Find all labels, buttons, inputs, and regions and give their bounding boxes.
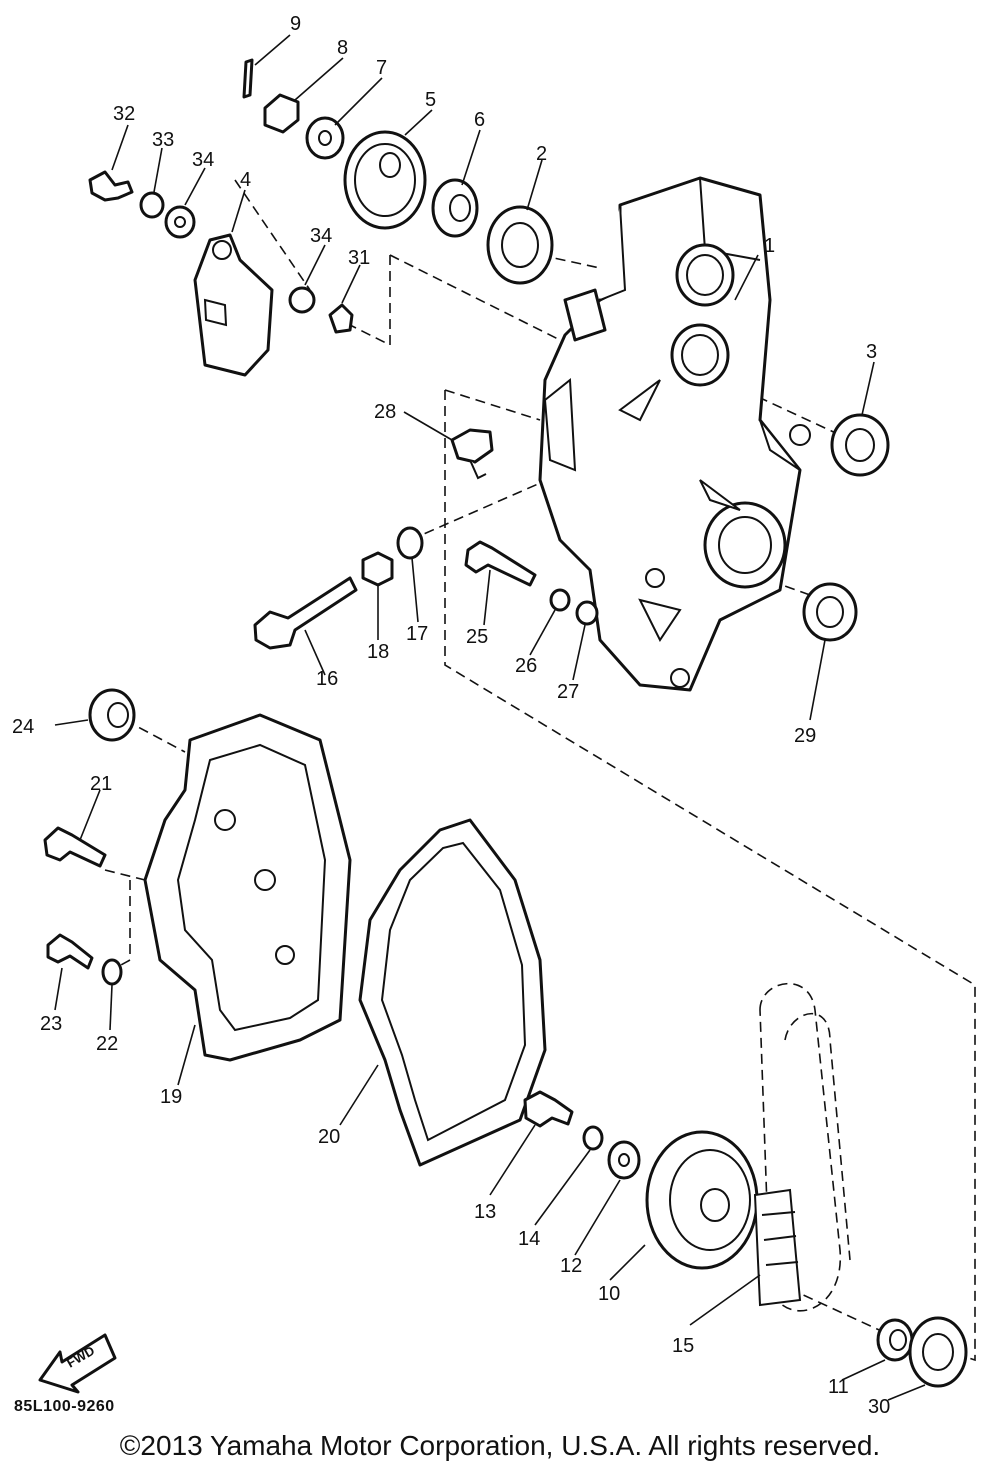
callout-label: 8 [337, 37, 348, 59]
callout-label: 27 [557, 681, 579, 703]
fwd-arrow-icon: FWD [38, 1333, 117, 1394]
nut [263, 93, 300, 134]
middle-small-parts [253, 413, 890, 650]
callout-label: 22 [96, 1033, 118, 1055]
callout-label: 11 [828, 1376, 849, 1398]
lock-washer-33 [139, 191, 165, 219]
callout-label: 1 [764, 235, 775, 257]
callout-label: 10 [598, 1283, 620, 1305]
bolt-23 [46, 933, 94, 970]
callout-label: 19 [160, 1086, 182, 1108]
callout-label: 7 [376, 57, 387, 79]
bolt-32 [88, 170, 134, 202]
callout-label: 34 [192, 149, 214, 171]
washer-17 [396, 526, 424, 560]
chain [753, 982, 851, 1312]
callout-label: 15 [672, 1335, 694, 1357]
callout-label: 2 [536, 143, 547, 165]
cotter-pin [242, 58, 254, 99]
callout-label: 20 [318, 1126, 340, 1148]
washer-26 [549, 588, 571, 612]
callout-label: 26 [515, 655, 537, 677]
callout-label: 30 [868, 1396, 890, 1418]
callout-label: 18 [367, 641, 389, 663]
callout-label: 34 [310, 225, 332, 247]
callout-label: 17 [406, 623, 428, 645]
washer-27 [575, 600, 599, 626]
washer-22 [101, 958, 123, 986]
callout-label: 25 [466, 626, 488, 648]
callout-label: 9 [290, 13, 301, 35]
callout-label: 24 [12, 716, 34, 738]
diagram-code: 85L100-9260 [14, 1398, 115, 1415]
nut-18 [361, 551, 394, 587]
breather [450, 428, 494, 464]
bracket [193, 233, 274, 377]
callout-label: 13 [474, 1201, 496, 1223]
washer-34b [288, 286, 316, 314]
callout-label: 23 [40, 1013, 62, 1035]
callout-label: 31 [348, 247, 370, 269]
callout-label: 14 [518, 1228, 540, 1250]
callout-label: 29 [794, 725, 816, 747]
upper-small-parts [88, 58, 554, 377]
callout-label: 5 [425, 89, 436, 111]
callout-label: 21 [90, 773, 112, 795]
lower-sprocket-parts [523, 982, 968, 1388]
sprocket-lower [645, 1130, 759, 1270]
callout-label: 33 [152, 129, 174, 151]
nut-31 [328, 303, 354, 334]
callout-label: 4 [240, 169, 251, 191]
callout-label: 32 [113, 103, 135, 125]
callout-label: 6 [474, 109, 485, 131]
gear-case [538, 176, 811, 692]
washer-14 [582, 1125, 604, 1151]
callout-label: 12 [560, 1255, 582, 1277]
copyright-notice: ©2013 Yamaha Motor Corporation, U.S.A. A… [119, 1430, 881, 1461]
bolt-16 [253, 576, 358, 650]
callout-numbers: 1 2 3 4 5 6 7 8 9 10 11 12 13 14 15 16 1… [12, 13, 890, 1418]
callout-label: 3 [866, 341, 877, 363]
callout-label: 28 [374, 401, 396, 423]
bolt-21 [43, 826, 107, 868]
callout-label: 16 [316, 668, 338, 690]
bolt-25 [464, 540, 537, 587]
cover-and-gasket [43, 688, 547, 1167]
leader-lines [54, 34, 926, 1401]
bolt-13 [523, 1090, 574, 1128]
sprocket-upper [343, 130, 427, 230]
